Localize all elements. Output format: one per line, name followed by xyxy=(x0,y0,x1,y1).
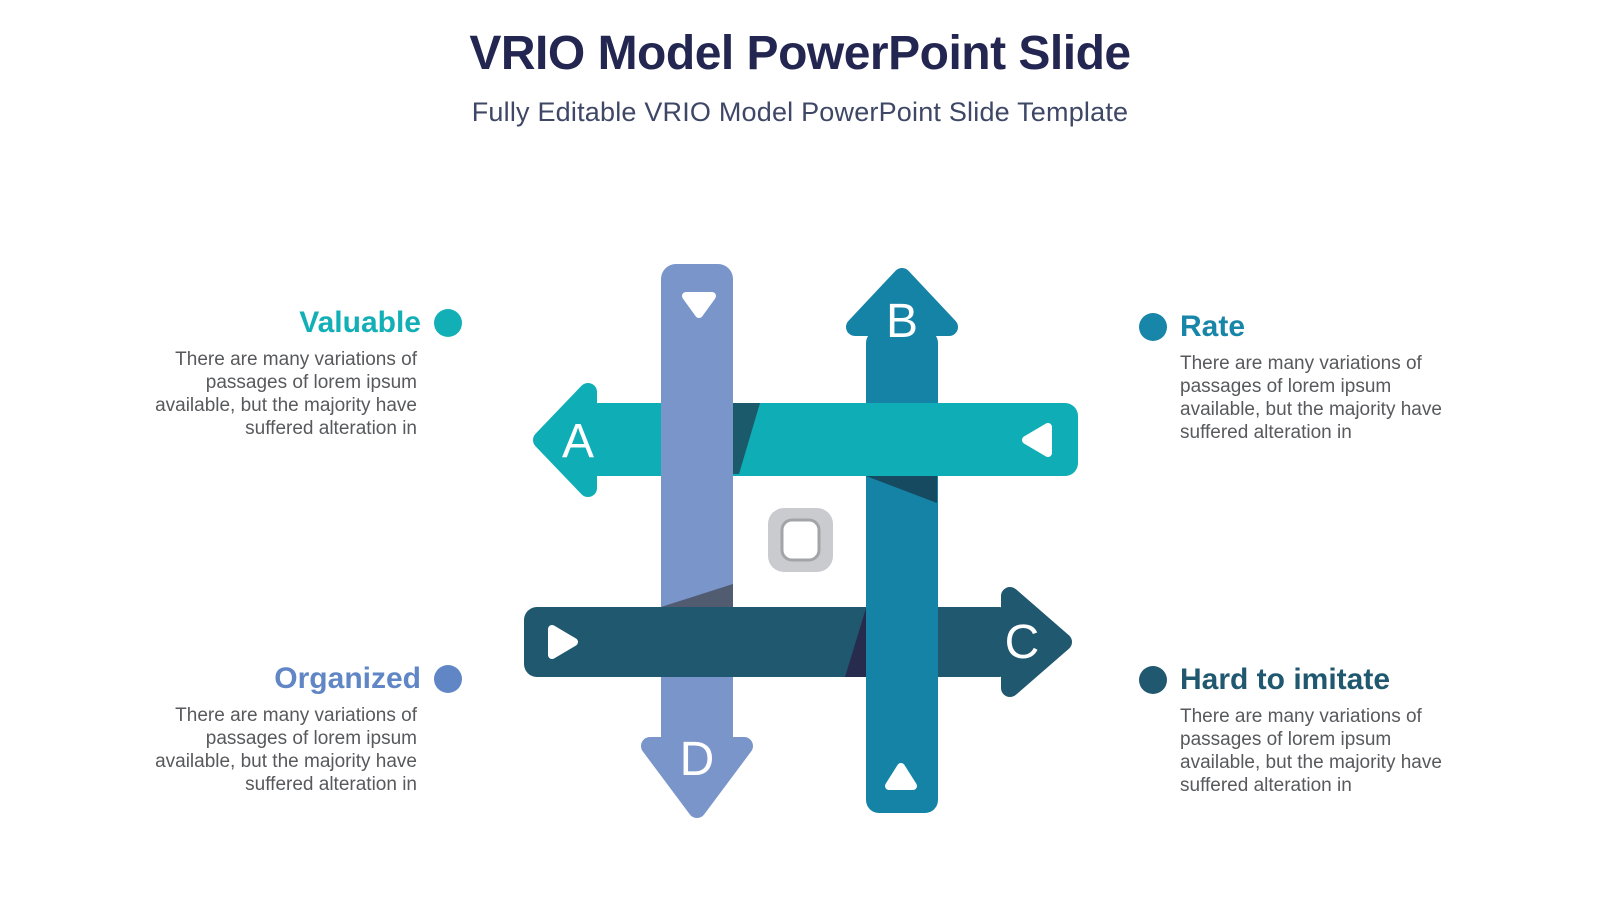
rate-title-row: Rate xyxy=(1139,310,1539,344)
arrow-b-letter: B xyxy=(886,295,918,348)
body-line: passages of lorem ipsum xyxy=(205,372,417,393)
shadow-on-a-icon xyxy=(733,403,760,474)
hard-to-imitate-body: There are many variations of passages of… xyxy=(1139,705,1539,797)
organized-bullet-dot xyxy=(434,665,462,693)
valuable-bullet-dot xyxy=(434,309,462,337)
organized-title-row: Organized xyxy=(95,662,462,696)
valuable-body: There are many variations of passages of… xyxy=(95,348,462,440)
body-line: available, but the majority have xyxy=(155,395,417,416)
rate-block: Rate There are many variations of passag… xyxy=(1139,310,1539,444)
arrow-a-left-triangle-icon xyxy=(1022,423,1052,457)
body-line: passages of lorem ipsum xyxy=(1180,376,1392,397)
rate-body: There are many variations of passages of… xyxy=(1139,352,1539,444)
shadow-on-c-icon xyxy=(845,608,866,677)
shadow-on-d-icon xyxy=(661,584,733,607)
organized-block: Organized There are many variations of p… xyxy=(95,662,462,796)
page-subtitle: Fully Editable VRIO Model PowerPoint Sli… xyxy=(471,97,1129,127)
body-line: There are many variations of xyxy=(175,705,417,726)
arrow-b-up-triangle-icon xyxy=(885,763,917,790)
hard-to-imitate-block: Hard to imitate There are many variation… xyxy=(1139,663,1539,797)
body-line: There are many variations of xyxy=(175,349,417,370)
arrow-c-over-d-patch xyxy=(661,607,733,677)
arrow-d xyxy=(641,264,753,818)
shadow-on-b-icon xyxy=(866,476,937,503)
body-line: passages of lorem ipsum xyxy=(205,728,417,749)
body-line: suffered alteration in xyxy=(1180,775,1352,796)
arrow-c xyxy=(524,587,1072,697)
valuable-title-row: Valuable xyxy=(95,306,462,340)
rate-bullet-dot xyxy=(1139,313,1167,341)
valuable-block: Valuable There are many variations of pa… xyxy=(95,306,462,440)
vrio-arrows-diagram: A B C D xyxy=(524,264,1078,818)
arrow-d-letter: D xyxy=(680,733,715,786)
body-line: suffered alteration in xyxy=(1180,422,1352,443)
body-line: suffered alteration in xyxy=(245,774,417,795)
body-line: passages of lorem ipsum xyxy=(1180,729,1392,750)
body-line: available, but the majority have xyxy=(1180,752,1442,773)
body-line: There are many variations of xyxy=(1180,353,1422,374)
hard-to-imitate-bullet-dot xyxy=(1139,666,1167,694)
valuable-title: Valuable xyxy=(299,306,421,339)
center-rounded-square-icon xyxy=(768,508,833,572)
rate-title: Rate xyxy=(1180,310,1246,343)
organized-body: There are many variations of passages of… xyxy=(95,704,462,796)
hard-to-imitate-title-row: Hard to imitate xyxy=(1139,663,1539,697)
slide-header: VRIO Model PowerPoint Slide Fully Editab… xyxy=(0,0,1600,128)
arrow-c-right-triangle-icon xyxy=(548,625,578,659)
page-title: VRIO Model PowerPoint Slide xyxy=(469,27,1131,80)
hard-to-imitate-title: Hard to imitate xyxy=(1180,663,1391,696)
organized-title: Organized xyxy=(274,662,421,695)
arrow-c-letter: C xyxy=(1005,616,1040,669)
arrow-a xyxy=(533,383,1078,497)
body-line: available, but the majority have xyxy=(155,751,417,772)
arrow-b xyxy=(846,268,958,813)
arrow-a-letter: A xyxy=(562,415,594,468)
arrow-d-down-triangle-icon xyxy=(682,292,716,318)
body-line: There are many variations of xyxy=(1180,706,1422,727)
body-line: suffered alteration in xyxy=(245,418,417,439)
body-line: available, but the majority have xyxy=(1180,399,1442,420)
